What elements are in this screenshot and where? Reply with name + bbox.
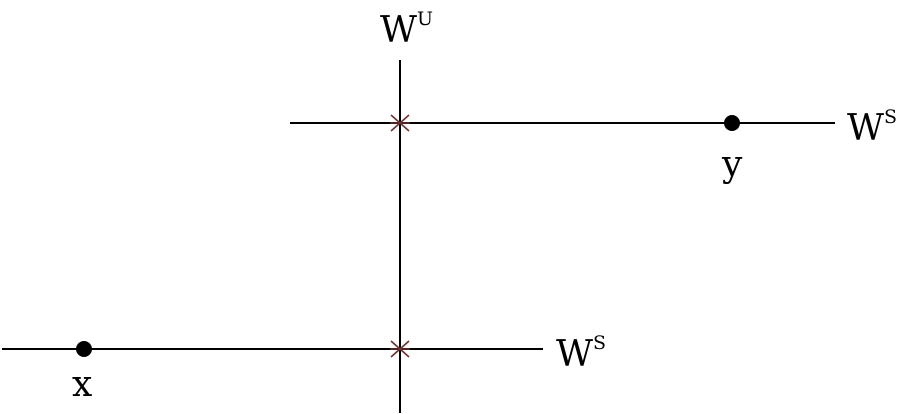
crossing-mark-bottom <box>390 340 410 358</box>
stable-manifold-label-top: WS <box>847 106 897 149</box>
stable-manifold-label-bottom: WS <box>556 332 606 375</box>
unstable-manifold-label-superscript: U <box>417 8 433 30</box>
unstable-manifold-label: WU <box>380 8 433 51</box>
point-x-label: x <box>72 364 92 405</box>
stable-manifold-label-bottom-superscript: S <box>593 332 606 354</box>
point-x-dot <box>76 341 92 357</box>
stable-manifold-label-top-superscript: S <box>884 106 897 128</box>
crossing-mark-top <box>390 114 410 132</box>
point-y-label: y <box>721 144 743 185</box>
unstable-manifold-label-base: W <box>380 10 417 51</box>
stable-manifold-label-top-base: W <box>847 108 884 149</box>
stable-manifold-label-bottom-base: W <box>556 334 593 375</box>
point-y-dot <box>724 115 740 131</box>
